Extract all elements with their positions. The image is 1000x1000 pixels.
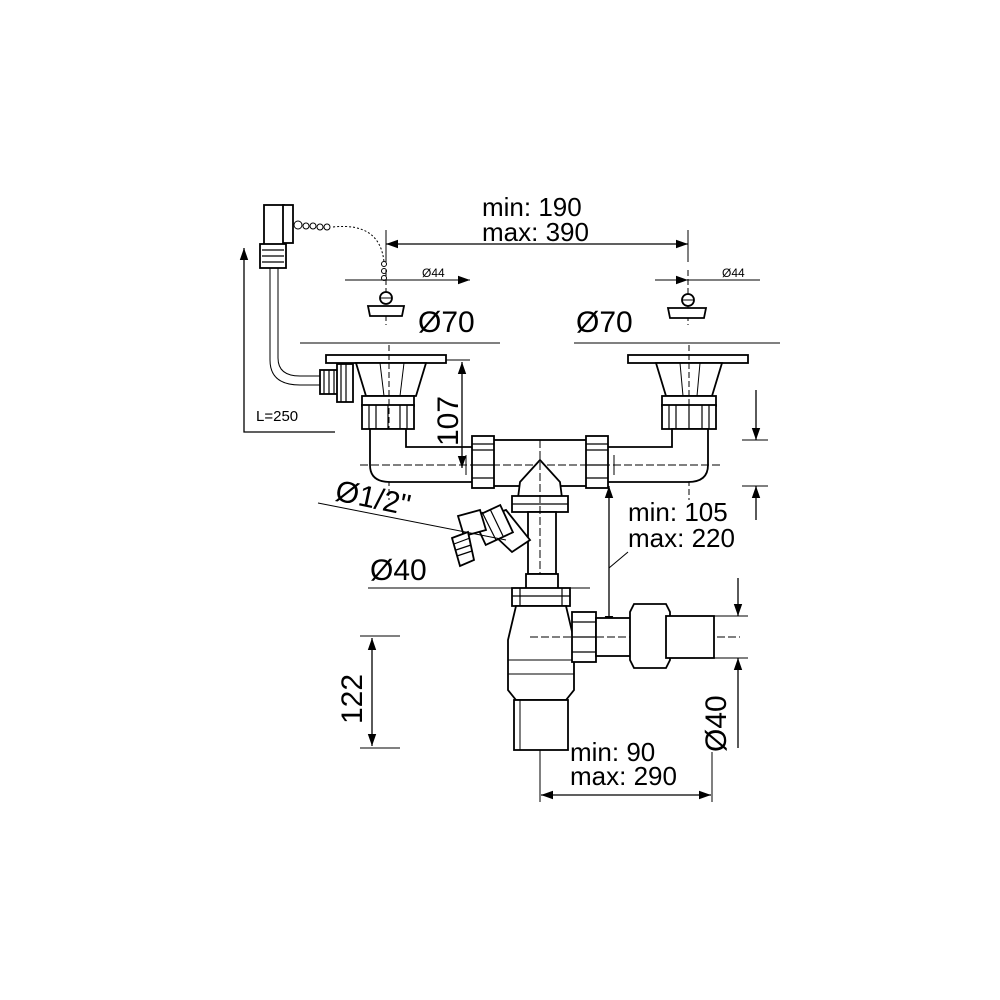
right-drain-dia-dimension: Ø70 — [574, 306, 780, 344]
pipe-dia-label: Ø40 — [370, 554, 427, 587]
height-107-dimension: 107 — [432, 359, 470, 468]
outlet-dia-label: Ø40 — [700, 695, 733, 752]
trap-height-label: 122 — [336, 674, 369, 724]
left-drain-dia-dimension: Ø70 — [300, 306, 500, 344]
drop-min-label: min: 105 — [628, 497, 728, 527]
spacing-dimension: min: 190 max: 390 — [385, 192, 689, 262]
drop-dimension: min: 105 max: 220 — [604, 390, 768, 628]
appliance-connector: Ø1/2" — [317, 475, 532, 568]
right-small-dia-label: Ø44 — [722, 266, 745, 280]
right-plug: Ø44 — [655, 266, 760, 325]
outlet-dia-dimension: Ø40 — [700, 578, 748, 752]
spacing-min-label: min: 190 — [482, 192, 582, 222]
outlet-min-label: min: 90 — [570, 737, 655, 767]
pipe-dia-dimension: Ø40 — [368, 554, 590, 589]
spacing-max-label: max: 390 — [482, 217, 589, 247]
horizontal-pipe — [360, 428, 720, 489]
drop-max-label: max: 220 — [628, 523, 735, 553]
outlet-length-dimension: min: 90 max: 290 — [539, 737, 713, 802]
left-small-dia-label: Ø44 — [422, 266, 445, 280]
overflow-assembly: L=250 — [239, 204, 387, 433]
right-drain — [627, 345, 749, 500]
outlet-max-label: max: 290 — [570, 761, 677, 791]
left-big-dia-label: Ø70 — [418, 306, 475, 339]
overflow-length-label: L=250 — [256, 408, 298, 425]
height-107-label: 107 — [432, 396, 465, 446]
left-plug: Ø44 — [345, 266, 470, 325]
right-big-dia-label: Ø70 — [576, 306, 633, 339]
trap-height-dimension: 122 — [336, 635, 400, 749]
bottle-trap — [507, 573, 740, 751]
